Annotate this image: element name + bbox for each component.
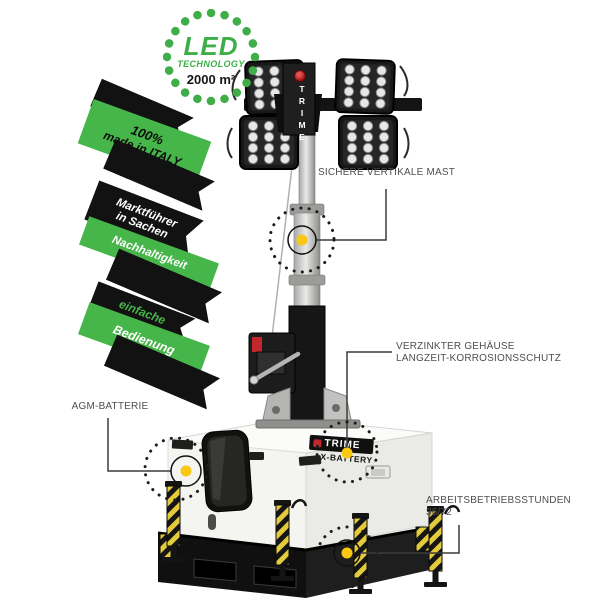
marker-dot-battery <box>180 465 192 477</box>
label-hours-line1: ARBEITSBETRIEBSSTUNDEN <box>426 495 571 506</box>
badge-dotted-ring <box>163 9 259 105</box>
led-technology-badge: LED TECHNOLOGY 2000 m² <box>163 9 259 105</box>
label-housing-line2: LANGZEIT-KORROSIONSSCHUTZ <box>396 353 562 364</box>
ribbon-einfache-bedienung: einfache Bedienung <box>78 297 225 412</box>
canopy-latch-handle <box>371 469 385 476</box>
winch-crank-knob <box>249 375 259 385</box>
winch-crank <box>251 351 301 383</box>
callout-marker-dots <box>180 234 353 559</box>
solid-ring-battery <box>170 455 202 487</box>
leg-handle-right <box>443 505 461 515</box>
leg-handle-left <box>290 499 308 509</box>
canopy-vents <box>171 439 322 466</box>
solid-ring-mast <box>287 225 317 255</box>
mast-base-assembly <box>248 305 361 429</box>
marker-dot-mast <box>296 234 308 246</box>
badge-coverage: 2000 m² <box>186 72 236 87</box>
dotted-ring-battery <box>143 436 209 502</box>
telescopic-mast <box>265 131 326 389</box>
badge-title: LED <box>183 31 239 61</box>
label-hours-line2: 36/72 <box>426 507 453 518</box>
door-hinge <box>208 514 216 530</box>
label-battery: AGM-BATTERIE <box>71 401 149 412</box>
callout-line-mast <box>316 189 387 241</box>
callout-line-battery <box>107 418 171 472</box>
label-housing: VERZINKTER GEHÄUSE LANGZEIT-KORROSIONSSC… <box>396 341 561 365</box>
canopy-window <box>201 429 253 513</box>
callout-solid-rings <box>170 225 361 567</box>
canopy <box>167 417 433 550</box>
label-housing-line1: VERZINKTER GEHÄUSE <box>396 341 515 352</box>
light-brackets <box>226 65 410 159</box>
solid-ring-hours <box>333 539 361 567</box>
callout-dotted-rings <box>143 206 379 589</box>
marker-dot-housing <box>341 447 353 459</box>
dotted-ring-hours <box>315 525 379 589</box>
mast-brand-text: TRIME <box>297 84 307 144</box>
marker-dot-hours <box>341 547 353 559</box>
label-mast: SICHERE VERTIKALE MAST <box>318 167 456 178</box>
base-top-edge <box>157 525 435 552</box>
callout-line-hours <box>360 525 460 554</box>
mast-base-plate <box>255 419 361 429</box>
callout-lines <box>107 189 460 554</box>
dotted-ring-mast <box>268 206 336 274</box>
skid-base <box>157 525 435 598</box>
gusset-hole-left <box>272 406 280 414</box>
badge-subtitle: TECHNOLOGY <box>177 59 245 69</box>
dotted-ring-housing <box>315 420 379 484</box>
label-hours: ARBEITSBETRIEBSSTUNDEN 36/72 <box>426 495 571 519</box>
fork-pocket-left <box>193 558 237 582</box>
winch-red-detail <box>252 337 262 352</box>
gusset-hole-right <box>332 404 340 412</box>
callout-line-housing <box>346 351 392 449</box>
trime-head-logo-icon <box>294 70 306 82</box>
